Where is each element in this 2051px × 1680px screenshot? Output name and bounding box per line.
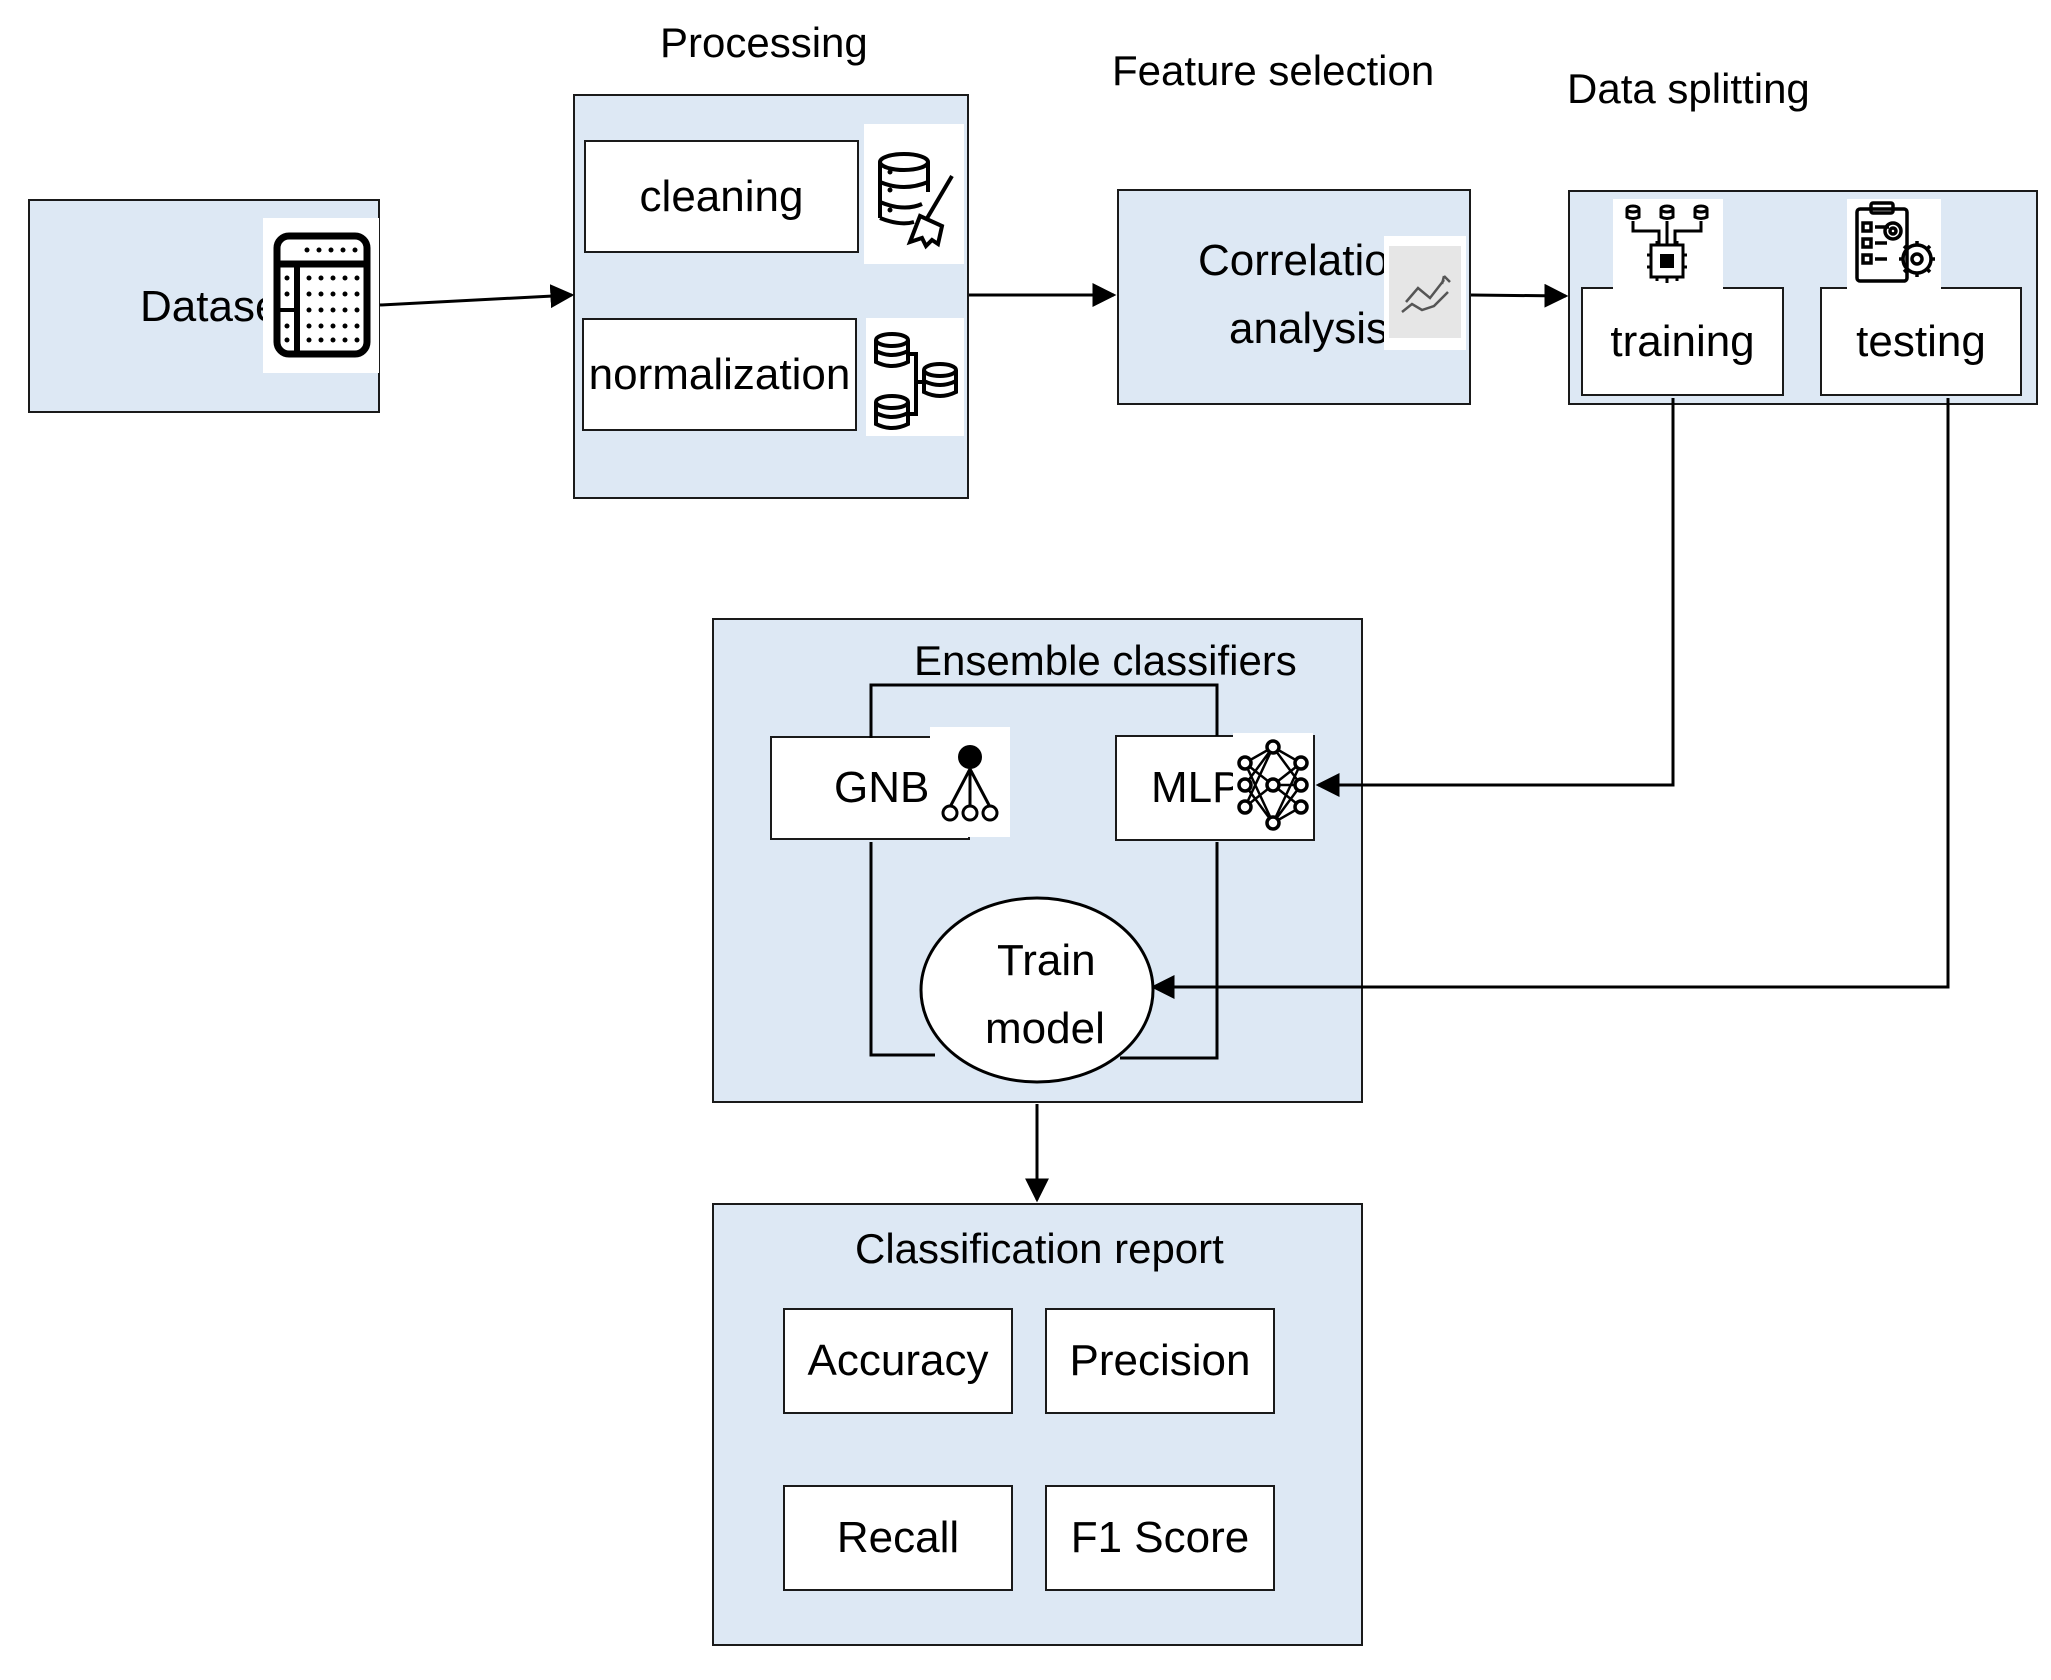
correlation-text-line1: Correlation	[1198, 236, 1414, 285]
processing-title: Processing	[660, 19, 868, 66]
table-icon	[263, 218, 379, 373]
report-title: Classification report	[855, 1225, 1224, 1272]
arrow-feature-to-splitting	[1470, 283, 1569, 308]
arrow-dataset-to-processing	[379, 284, 575, 309]
testing-box: testing	[1820, 287, 2022, 396]
correlation-text-line2: analysis	[1229, 304, 1388, 353]
database-broom-icon	[864, 124, 964, 264]
training-box: training	[1581, 287, 1784, 396]
normalization-box: normalization	[582, 318, 857, 431]
recall-box: Recall	[783, 1485, 1013, 1591]
correlation-chart-icon	[1384, 236, 1466, 350]
train-model-line2: model	[985, 1004, 1105, 1053]
precision-box: Precision	[1045, 1308, 1275, 1414]
gnb-label: GNB	[834, 763, 930, 813]
f1-score-box: F1 Score	[1045, 1485, 1275, 1591]
cleaning-box: cleaning	[584, 140, 859, 253]
arrow-training-to-mlp	[1315, 398, 1675, 797]
data-splitting-title: Data splitting	[1567, 65, 1810, 112]
feature-selection-title: Feature selection	[1112, 47, 1435, 94]
ai-chip-icon	[1613, 199, 1723, 291]
mlp-label: MLP	[1151, 763, 1242, 813]
accuracy-box: Accuracy	[783, 1308, 1013, 1414]
ensemble-title: Ensemble classifiers	[914, 637, 1297, 684]
neural-network-icon	[1233, 733, 1313, 837]
train-model-line1: Train	[997, 936, 1096, 985]
database-network-icon	[866, 318, 964, 436]
clipboard-settings-icon	[1847, 199, 1941, 291]
decision-tree-icon	[930, 727, 1010, 837]
